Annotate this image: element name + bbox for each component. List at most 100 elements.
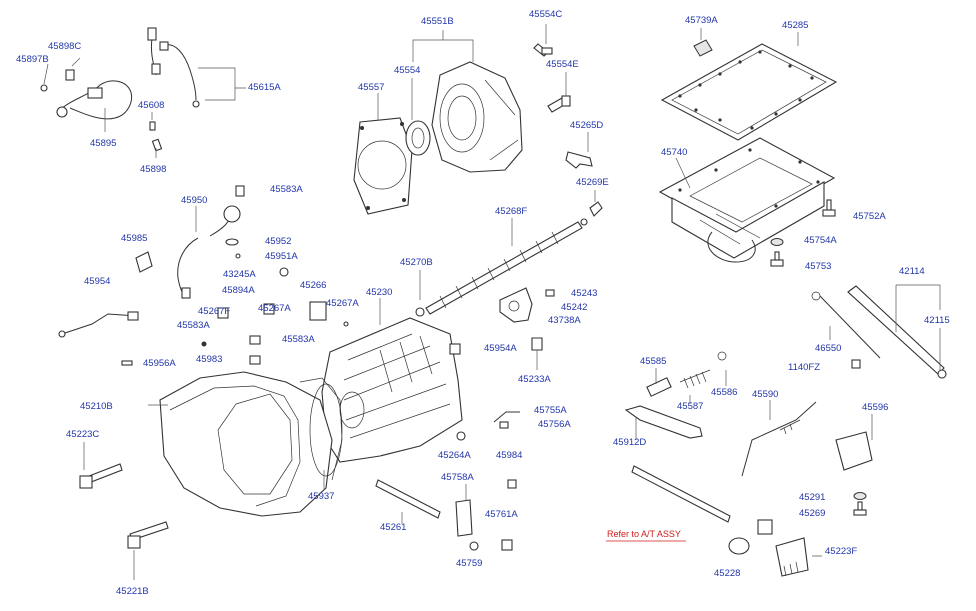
sensor-45954 [127, 311, 139, 321]
label-45951a: 45951A [265, 251, 298, 262]
label-45269: 45269 [799, 508, 826, 519]
label-45268f: 45268F [495, 206, 528, 217]
bolts-45554 [533, 43, 571, 113]
part-45264a [456, 431, 466, 441]
sensor-harness-45895 [40, 69, 163, 152]
label-43245a: 43245A [223, 269, 256, 280]
shift-linkage [624, 351, 873, 577]
drain-plugs [770, 199, 836, 267]
label-45583a-2: 45583A [177, 320, 210, 331]
label-45590: 45590 [752, 389, 779, 400]
label-45265d: 45265D [570, 120, 604, 131]
label-45739a: 45739A [685, 15, 718, 26]
label-45759: 45759 [456, 558, 483, 569]
label-45897b: 45897B [16, 54, 49, 65]
reference-note: Refer to A/T ASSY [607, 529, 681, 539]
oil-pan-45740 [658, 137, 836, 263]
leaders-housing [148, 404, 325, 490]
label-45551b: 45551B [421, 16, 454, 27]
clip-45265d [565, 151, 593, 169]
label-45223c: 45223C [66, 429, 100, 440]
clip-45985 [135, 251, 153, 273]
pad-45739a [693, 39, 713, 57]
shaft-45268f [415, 218, 588, 317]
label-45756a: 45756A [538, 419, 571, 430]
label-45758a: 45758A [441, 472, 474, 483]
shaft-45261 [375, 479, 441, 519]
label-45267f: 45267F [198, 306, 231, 317]
label-45583a-3: 45583A [282, 334, 315, 345]
connector-45954 [58, 330, 66, 338]
label-45755a: 45755A [534, 405, 567, 416]
wire-45755a [493, 411, 520, 423]
leaders-bolts-lower [83, 442, 135, 580]
lever-45758a [455, 499, 473, 537]
label-45895: 45895 [90, 138, 117, 149]
label-45954: 45954 [84, 276, 111, 287]
label-45912d: 45912D [613, 437, 647, 448]
harness-45950 [177, 205, 241, 299]
dipstick-assembly [811, 285, 947, 379]
bolts-lower [79, 463, 169, 549]
reference-note-underline [606, 540, 686, 542]
label-45261: 45261 [380, 522, 407, 533]
bell-housing-45210b [159, 371, 343, 517]
plug-45954a [449, 343, 461, 355]
label-45898c: 45898C [48, 41, 82, 52]
label-45554e: 45554E [546, 59, 579, 70]
label-45554: 45554 [394, 65, 421, 76]
label-46550: 46550 [815, 343, 842, 354]
label-45243: 45243 [571, 288, 598, 299]
label-45587: 45587 [677, 401, 704, 412]
leader-45740 [675, 157, 691, 189]
part-45756a [499, 421, 509, 429]
label-45761a: 45761A [485, 509, 518, 520]
label-45230: 45230 [366, 287, 393, 298]
label-45983: 45983 [196, 354, 223, 365]
transmission-case-45230 [321, 317, 463, 463]
bracket-leader-45551b [412, 30, 474, 62]
oil-seal-45554 [405, 120, 431, 156]
nut-45759 [469, 541, 479, 551]
leader-45615a [198, 67, 246, 101]
label-42114: 42114 [899, 266, 925, 277]
label-45952: 45952 [265, 236, 292, 247]
wire-45954 [61, 313, 137, 335]
label-45608: 45608 [138, 100, 165, 111]
bolt-45583a-top [235, 185, 245, 197]
label-45954a: 45954A [484, 343, 517, 354]
leaders-bolts [545, 24, 567, 96]
label-45267a-2: 45267A [258, 303, 291, 314]
label-42115: 42115 [924, 315, 950, 326]
part-45761a [501, 539, 513, 551]
oil-pump-housing [431, 61, 523, 173]
bracket-43738a [499, 287, 555, 323]
label-45753: 45753 [805, 261, 832, 272]
pan-gasket-45285 [660, 43, 838, 141]
label-45937: 45937 [308, 491, 335, 502]
leaders-harness [43, 57, 157, 158]
part-45269e [589, 201, 603, 217]
label-45583a-1: 45583A [270, 184, 303, 195]
label-45898: 45898 [140, 164, 167, 175]
label-45221b: 45221B [116, 586, 149, 597]
label-45210b: 45210B [80, 401, 113, 412]
label-45228: 45228 [714, 568, 741, 579]
label-45615a: 45615A [248, 82, 281, 93]
label-45267a-1: 45267A [326, 298, 359, 309]
label-45596: 45596 [862, 402, 889, 413]
label-45291: 45291 [799, 492, 826, 503]
label-45985: 45985 [121, 233, 148, 244]
label-43738a: 43738A [548, 315, 581, 326]
leader-45268f [419, 218, 513, 300]
label-45894a: 45894A [222, 285, 255, 296]
label-45264a: 45264A [438, 450, 471, 461]
label-45270b: 45270B [400, 257, 433, 268]
label-45586: 45586 [711, 387, 738, 398]
label-1140fz: 1140FZ [788, 362, 821, 373]
small-fittings [121, 267, 349, 366]
gasket-45557 [353, 117, 413, 215]
label-45956a: 45956A [143, 358, 176, 369]
label-45557: 45557 [358, 82, 385, 93]
